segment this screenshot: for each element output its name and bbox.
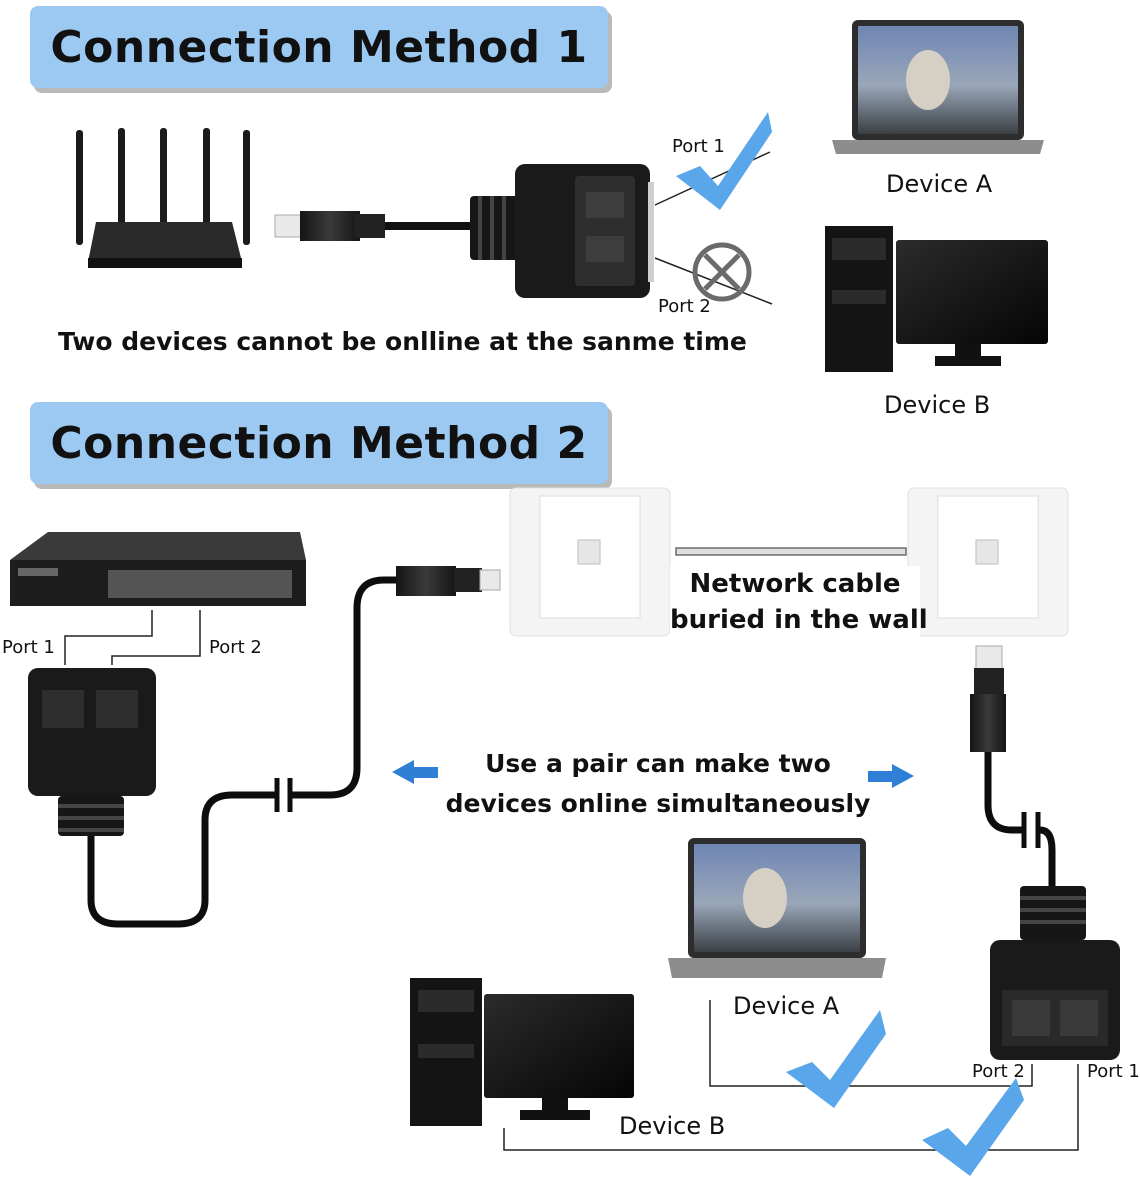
check-icon-2	[786, 1010, 886, 1108]
left-splitter-icon	[28, 668, 156, 836]
wall-note-line1: Network cable	[689, 569, 901, 599]
right-cable	[984, 752, 1024, 834]
method2-title: Connection Method 2	[50, 417, 588, 469]
wall-note-line2: buried in the wall	[670, 605, 928, 635]
right-port2-label: Port 2	[972, 1061, 1025, 1082]
check-icon-3	[922, 1078, 1024, 1176]
desktop-computer-icon	[825, 226, 1048, 372]
pair-note-line1: Use a pair can make two	[485, 749, 831, 778]
wall-cable	[675, 547, 907, 556]
device-a-line	[709, 1000, 1033, 1087]
switch-port1-label: Port 1	[2, 637, 55, 658]
method1-note: Two devices cannot be onlline at the san…	[58, 327, 747, 356]
wall-note: Network cable buried in the wall	[670, 566, 928, 638]
method1-banner: Connection Method 1	[30, 6, 608, 88]
cross-circle-icon	[692, 242, 752, 302]
arrow-right-icon	[868, 764, 914, 788]
laptop-icon	[832, 20, 1044, 154]
right-port1-label: Port 1	[1087, 1061, 1140, 1082]
right-rj45-plug-icon	[970, 645, 1006, 752]
laptop-icon-2	[668, 838, 886, 978]
device-a-label: Device A	[886, 170, 993, 198]
router-icon	[76, 128, 250, 268]
device-a-label-2: Device A	[733, 992, 840, 1020]
device-b-line	[503, 1064, 1079, 1151]
splitter-icon	[470, 164, 654, 298]
pair-note-line2: devices online simultaneously	[445, 789, 871, 818]
port1-label: Port 1	[672, 136, 725, 157]
switch-port2-label: Port 2	[209, 637, 262, 658]
method2-banner: Connection Method 2	[30, 402, 608, 484]
desktop-computer-icon-2	[410, 978, 634, 1126]
check-icon	[676, 112, 772, 210]
right-wall-plate-icon	[907, 487, 1069, 637]
network-switch-icon	[10, 532, 306, 606]
right-splitter-icon	[990, 886, 1120, 1060]
arrow-left-icon	[392, 760, 438, 784]
switch-port1-line	[64, 610, 153, 665]
left-cable	[87, 791, 275, 928]
left-wall-plate-icon	[509, 487, 671, 637]
port2-label: Port 2	[658, 296, 711, 317]
device-b-label: Device B	[884, 391, 991, 419]
left-rj45-plug-icon	[396, 566, 501, 596]
device-b-label-2: Device B	[619, 1112, 726, 1140]
pair-note: Use a pair can make two devices online s…	[440, 744, 876, 824]
switch-port2-line	[111, 610, 201, 665]
method1-title: Connection Method 1	[50, 21, 588, 73]
rj45-plug-icon	[274, 211, 480, 241]
